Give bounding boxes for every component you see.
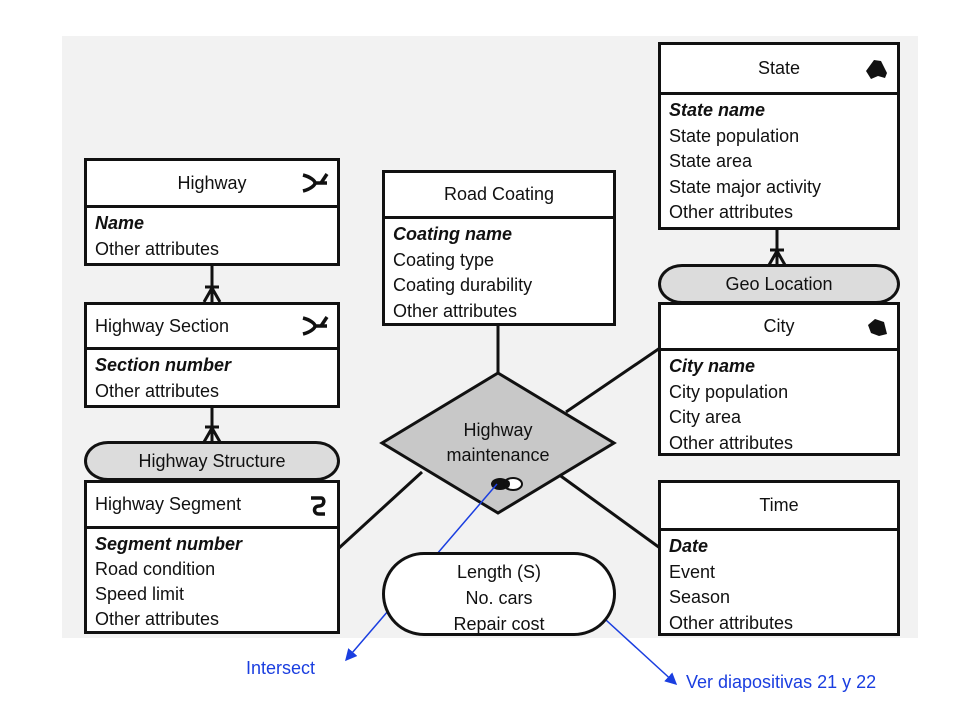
attribute: City area — [669, 407, 742, 427]
connector-highway-section — [202, 266, 222, 303]
entity-highway[interactable]: Highway Name Other attributes — [84, 158, 340, 266]
relationship-line: Highway — [463, 420, 533, 440]
intersect-icon — [491, 477, 523, 491]
entity-title: City — [763, 316, 795, 336]
entity-time[interactable]: Time Date Event Season Other attributes — [658, 480, 900, 636]
relationship-diamond[interactable] — [379, 371, 617, 515]
entity-title: Highway Section — [95, 315, 230, 336]
slides-annotation: Ver diapositivas 21 y 22 — [686, 672, 877, 692]
entity-title: State — [757, 58, 801, 78]
entity-header: Highway Segment — [87, 483, 337, 529]
entity-header: Road Coating — [385, 173, 613, 219]
entity-header: State — [661, 45, 897, 95]
entity-title: Road Coating — [443, 184, 555, 204]
attribute: Other attributes — [669, 202, 794, 222]
attribute: Other attributes — [95, 380, 220, 401]
attribute: Other attributes — [95, 609, 220, 629]
measures-oval[interactable]: Length (S) No. cars Repair cost — [382, 552, 616, 636]
key-attribute: Date — [669, 536, 709, 556]
entity-title: Time — [759, 495, 799, 515]
attribute: Other attributes — [95, 238, 220, 259]
measure: Length (S) — [456, 562, 542, 582]
connector-city-maintenance — [565, 346, 661, 414]
attribute: Other attributes — [669, 432, 794, 453]
intersect-annotation: Intersect — [246, 658, 316, 678]
relationship-highway-structure[interactable]: Highway Structure — [84, 441, 340, 481]
entity-header: Highway Section — [87, 305, 337, 350]
entity-attributes: Date Event Season Other attributes — [661, 531, 897, 639]
connector-state-geolocation — [767, 230, 787, 266]
measure: Repair cost — [453, 614, 545, 634]
relationship-label: Highway Structure — [138, 450, 286, 471]
entity-attributes: Segment number Road condition Speed limi… — [87, 529, 337, 635]
highway-fork-icon — [302, 316, 329, 336]
attribute: Season — [669, 587, 731, 607]
connector-time-maintenance — [557, 472, 661, 550]
entity-header: Time — [661, 483, 897, 531]
connector-section-structure — [202, 406, 222, 443]
entity-attributes: Section number Other attributes — [87, 350, 337, 407]
key-attribute: City name — [669, 356, 756, 376]
attribute: State area — [669, 151, 753, 171]
entity-highway-segment[interactable]: Highway Segment Segment number Road cond… — [84, 480, 340, 634]
attribute: Road condition — [95, 559, 216, 579]
attribute: Speed limit — [95, 584, 185, 604]
key-attribute: Section number — [95, 355, 232, 375]
state-shape-icon — [866, 59, 887, 79]
entity-title: Highway — [177, 172, 247, 193]
entity-attributes: State name State population State area S… — [661, 95, 897, 229]
attribute: Event — [669, 561, 716, 582]
measure: No. cars — [465, 588, 533, 608]
key-attribute: Coating name — [393, 224, 513, 244]
city-shape-icon — [868, 318, 887, 336]
entity-title: Highway Segment — [95, 494, 242, 514]
segment-curve-icon — [311, 495, 326, 516]
entity-attributes: Name Other attributes — [87, 208, 337, 265]
entity-city[interactable]: City City name City population City area… — [658, 302, 900, 456]
attribute: Coating type — [393, 249, 495, 270]
relationship-maintenance-label: Highway maintenance — [438, 418, 558, 468]
attribute: State major activity — [669, 176, 822, 197]
key-attribute: Name — [95, 213, 145, 233]
relationship-geo-location[interactable]: Geo Location — [658, 264, 900, 304]
attribute: Coating durability — [393, 275, 533, 295]
highway-fork-icon — [302, 173, 329, 193]
attribute: City population — [669, 381, 789, 402]
entity-attributes: Coating name Coating type Coating durabi… — [385, 219, 613, 327]
entity-header: City — [661, 305, 897, 351]
connector-segment-maintenance — [337, 470, 424, 550]
entity-road-coating[interactable]: Road Coating Coating name Coating type C… — [382, 170, 616, 326]
attribute: Other attributes — [669, 612, 794, 633]
entity-state[interactable]: State State name State population State … — [658, 42, 900, 230]
entity-highway-section[interactable]: Highway Section Section number Other att… — [84, 302, 340, 408]
relationship-line: maintenance — [446, 445, 550, 465]
entity-attributes: City name City population City area Othe… — [661, 351, 897, 459]
relationship-label: Geo Location — [725, 273, 833, 294]
attribute: Other attributes — [393, 300, 518, 321]
attribute: State population — [669, 125, 800, 146]
key-attribute: State name — [669, 100, 766, 120]
key-attribute: Segment number — [95, 534, 243, 554]
entity-header: Highway — [87, 161, 337, 208]
